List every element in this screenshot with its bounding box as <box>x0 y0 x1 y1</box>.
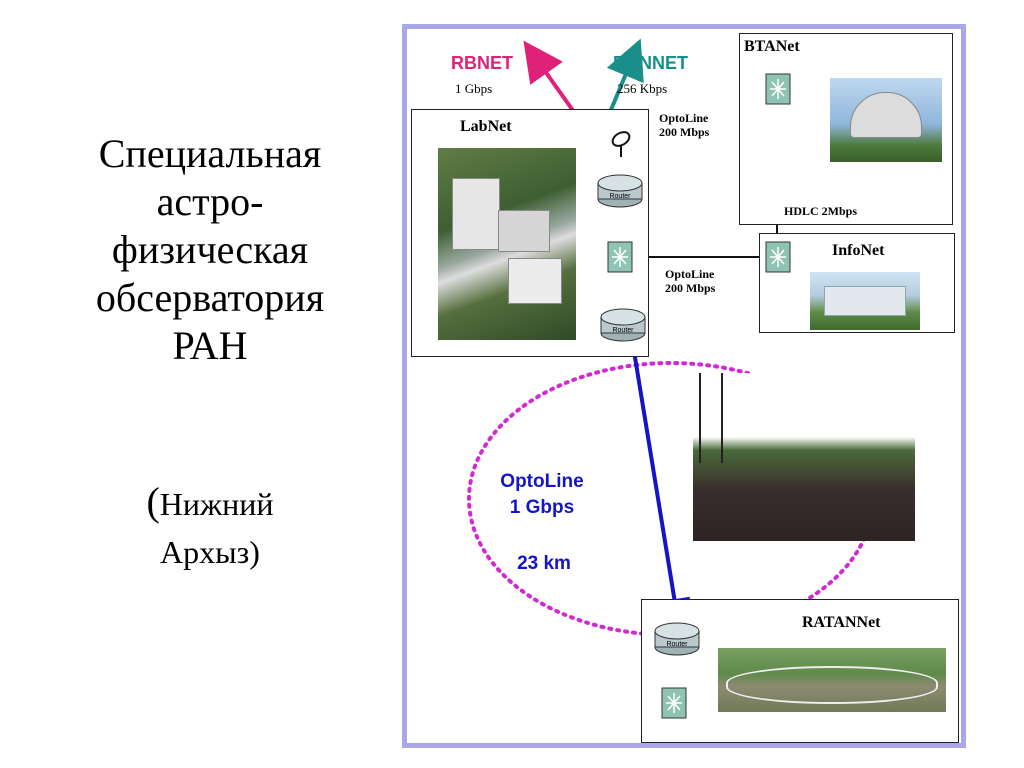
building-shape-1 <box>452 178 500 250</box>
antenna-photo <box>693 373 915 541</box>
subtitle-line-1: Нижний <box>159 486 274 522</box>
router-lab-label: Router <box>612 327 634 334</box>
subtitle-line-2: Архыз) <box>160 534 260 570</box>
ratannet-title: RATANNet <box>802 614 881 631</box>
switch-bta[interactable] <box>763 71 793 107</box>
opto-top-line1: OptoLine <box>659 111 709 125</box>
location-subtitle: (Нижний Архыз) <box>40 478 380 576</box>
router-lab[interactable]: Router <box>597 303 649 345</box>
distance-label: 23 km <box>517 553 571 574</box>
router-top-label: Router <box>609 193 631 200</box>
infonet-building-shape <box>824 286 906 316</box>
optoline-1gbps-link <box>614 326 691 631</box>
tower-shape <box>699 373 723 463</box>
title-line-1: Специальная <box>98 131 322 176</box>
page-title: Специальная астро- физическая обсерватор… <box>40 130 380 370</box>
btanet-title: BTANet <box>744 38 800 55</box>
title-line-3: физическая <box>111 227 309 272</box>
building-shape-2 <box>498 210 550 252</box>
btanet-box: BTANet HDLC 2Mbps <box>739 33 953 225</box>
opto-mid-line2: 200 Mbps <box>665 281 716 295</box>
title-line-2: астро- <box>156 179 264 224</box>
router-ratan[interactable]: Router <box>651 617 703 659</box>
title-line-4: обсерватория <box>95 275 325 320</box>
building-shape-3 <box>508 258 562 304</box>
opto-mid-line1: OptoLine <box>665 267 715 281</box>
labnet-photo <box>438 148 576 340</box>
opto-1gbps-line1: OptoLine <box>500 471 584 492</box>
opto-top-line2: 200 Mbps <box>659 125 710 139</box>
ratannet-box: RATANNet <box>641 599 959 743</box>
labnet-title: LabNet <box>460 118 512 135</box>
satellite-dish-icon <box>611 131 631 157</box>
rbnet-label: RBNET <box>451 53 513 73</box>
infonet-box: InfoNet <box>759 233 955 333</box>
hdlc-label: HDLC 2Mbps <box>784 204 858 218</box>
opto-1gbps-line2: 1 Gbps <box>509 497 575 518</box>
infonet-title: InfoNet <box>832 242 885 259</box>
router-ratan-label: Router <box>666 641 688 648</box>
title-line-5: РАН <box>172 323 248 368</box>
switch-lab[interactable] <box>605 239 635 275</box>
infonet-photo <box>810 272 920 330</box>
router-top[interactable]: Router <box>594 169 646 211</box>
bta-telescope-photo <box>830 78 942 162</box>
rbnet-speed: 1 Gbps <box>455 81 493 96</box>
network-diagram: RBNET 1 Gbps RUNNET 256 Kbps LabNet BTAN… <box>402 24 966 748</box>
switch-ratan[interactable] <box>659 685 689 721</box>
dome-shape <box>850 92 922 138</box>
switch-info[interactable] <box>763 239 793 275</box>
runnet-speed: 256 Kbps <box>617 81 668 96</box>
ratan-ring-shape <box>726 666 938 704</box>
ratan-photo <box>718 648 946 712</box>
subtitle-paren: ( <box>146 479 160 524</box>
runnet-label: RUNNET <box>613 53 688 73</box>
